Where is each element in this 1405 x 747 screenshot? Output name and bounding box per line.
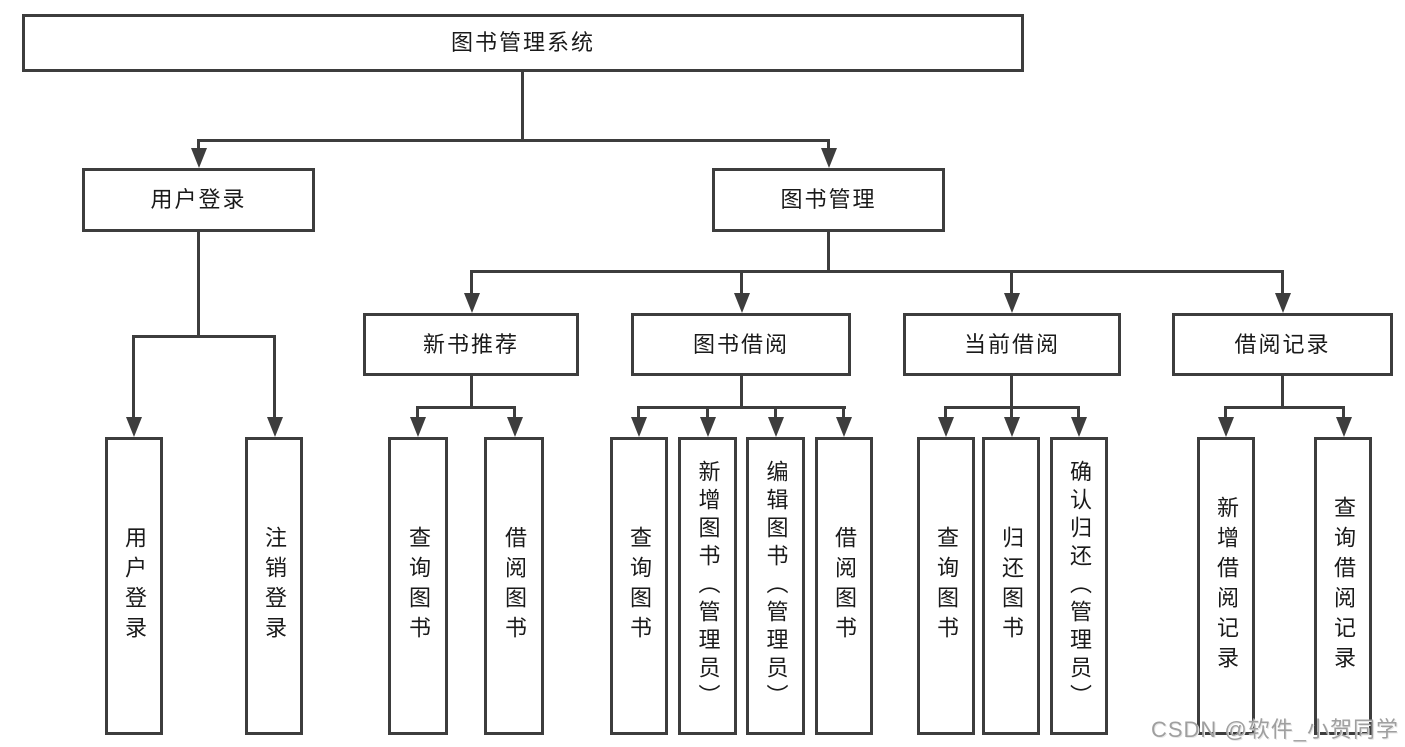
node-root-label: 图书管理系统: [450, 30, 595, 55]
down-arrow-icon: [740, 270, 743, 293]
node-leaf-borrow-add-book-label: 新增图书（管理员）: [695, 460, 721, 712]
node-borrow-record: 借阅记录: [1172, 313, 1393, 376]
node-user-login: 用户登录: [82, 168, 315, 232]
connector-line: [197, 139, 830, 142]
node-leaf-borrow-query-book-label: 查询图书: [627, 526, 652, 646]
node-leaf-user-login-label: 用户登录: [122, 526, 147, 646]
down-arrow-icon: [1224, 406, 1227, 417]
down-arrow-icon: [637, 406, 640, 417]
connector-line: [1010, 376, 1013, 406]
connector-line: [470, 270, 1284, 273]
connector-line: [1281, 376, 1284, 406]
down-arrow-icon: [416, 406, 419, 417]
node-leaf-logout-label: 注销登录: [262, 526, 287, 646]
node-leaf-borrow-query-book: 查询图书: [610, 437, 668, 735]
connector-line: [417, 406, 516, 409]
node-leaf-borrow-edit-book-label: 编辑图书（管理员）: [763, 460, 789, 712]
connector-line: [133, 335, 276, 338]
down-arrow-icon: [132, 335, 135, 417]
down-arrow-icon: [774, 406, 777, 417]
connector-line: [197, 232, 200, 335]
connector-line: [1225, 406, 1345, 409]
connector-line: [827, 232, 830, 270]
node-leaf-current-return-book: 归还图书: [982, 437, 1040, 735]
down-arrow-icon: [1077, 406, 1080, 417]
node-book-borrow-label: 图书借阅: [692, 331, 789, 357]
node-book-management: 图书管理: [712, 168, 945, 232]
node-current-borrow: 当前借阅: [903, 313, 1121, 376]
down-arrow-icon: [1342, 406, 1345, 417]
node-root: 图书管理系统: [22, 14, 1024, 72]
connector-line: [470, 376, 473, 406]
node-leaf-borrow-add-book: 新增图书（管理员）: [678, 437, 737, 735]
node-leaf-borrow-borrow-book-label: 借阅图书: [832, 526, 857, 646]
down-arrow-icon: [842, 406, 845, 417]
node-book-borrow: 图书借阅: [631, 313, 851, 376]
down-arrow-icon: [1010, 406, 1013, 417]
node-current-borrow-label: 当前借阅: [963, 331, 1060, 357]
connector-line: [521, 72, 524, 139]
node-leaf-recommend-borrow-book: 借阅图书: [484, 437, 544, 735]
node-leaf-current-confirm-return-label: 确认归还（管理员）: [1067, 460, 1092, 712]
connector-line: [638, 406, 846, 409]
node-leaf-borrow-edit-book: 编辑图书（管理员）: [746, 437, 805, 735]
node-leaf-record-query: 查询借阅记录: [1314, 437, 1372, 735]
node-leaf-recommend-borrow-book-label: 借阅图书: [502, 526, 527, 646]
down-arrow-icon: [1281, 270, 1284, 293]
node-leaf-recommend-query-book-label: 查询图书: [406, 526, 431, 646]
node-leaf-current-query-book-label: 查询图书: [934, 526, 959, 646]
node-leaf-borrow-borrow-book: 借阅图书: [815, 437, 873, 735]
csdn-watermark: CSDN @软件_小贺同学: [1150, 717, 1399, 742]
node-leaf-user-login: 用户登录: [105, 437, 163, 735]
down-arrow-icon: [944, 406, 947, 417]
node-leaf-record-query-label: 查询借阅记录: [1331, 496, 1356, 676]
node-new-book-recommend: 新书推荐: [363, 313, 579, 376]
down-arrow-icon: [470, 270, 473, 293]
down-arrow-icon: [1010, 270, 1013, 293]
node-leaf-current-confirm-return: 确认归还（管理员）: [1050, 437, 1108, 735]
node-book-management-label: 图书管理: [780, 187, 877, 212]
node-borrow-record-label: 借阅记录: [1234, 331, 1331, 357]
down-arrow-icon: [513, 406, 516, 417]
node-leaf-record-add-label: 新增借阅记录: [1214, 496, 1239, 676]
down-arrow-icon: [197, 139, 200, 148]
node-leaf-recommend-query-book: 查询图书: [388, 437, 448, 735]
node-leaf-record-add: 新增借阅记录: [1197, 437, 1255, 735]
connector-line: [740, 376, 743, 406]
down-arrow-icon: [827, 139, 830, 148]
node-user-login-label: 用户登录: [150, 187, 247, 212]
node-leaf-current-query-book: 查询图书: [917, 437, 975, 735]
node-leaf-current-return-book-label: 归还图书: [999, 526, 1024, 646]
down-arrow-icon: [273, 335, 276, 417]
node-new-book-recommend-label: 新书推荐: [422, 331, 519, 357]
down-arrow-icon: [706, 406, 709, 417]
node-leaf-logout: 注销登录: [245, 437, 303, 735]
